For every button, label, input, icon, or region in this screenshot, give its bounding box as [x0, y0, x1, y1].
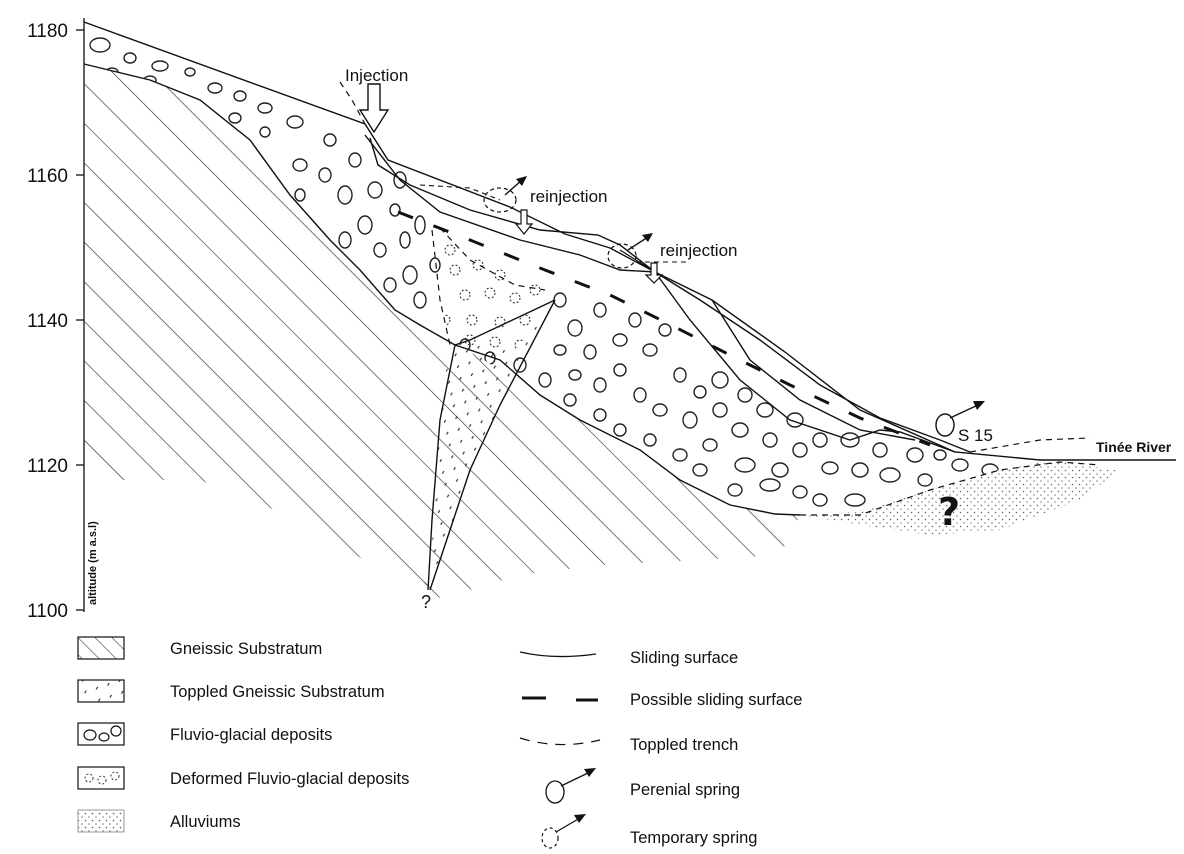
legend-item: Possible sliding surface	[522, 691, 802, 709]
legend-label: Toppled Gneissic Substratum	[170, 683, 385, 701]
reinjection-label-2: reinjection	[660, 241, 738, 260]
temporary-spring-legend-icon	[542, 814, 586, 848]
legend-label: Toppled trench	[630, 736, 738, 754]
spring-s15-label: S 15	[958, 426, 993, 445]
gneissic-substratum-swatch	[78, 637, 124, 659]
y-tick-label: 1180	[27, 21, 68, 42]
legend-item: Toppled Gneissic Substratum	[78, 680, 385, 702]
sliding-surface-swatch	[520, 652, 596, 657]
legend-label: Temporary spring	[630, 829, 757, 847]
legend-item: Fluvio-glacial deposits	[78, 723, 332, 745]
uncertain-question-mark: ?	[938, 490, 960, 534]
legend-item: Deformed Fluvio-glacial deposits	[78, 767, 409, 789]
legend-item: Toppled trench	[520, 736, 738, 754]
legend-label: Deformed Fluvio-glacial deposits	[170, 770, 409, 788]
reinjection-label-1: reinjection	[530, 187, 608, 206]
legend-item: Alluviums	[78, 810, 241, 832]
gneissic-substratum-lower	[84, 64, 455, 600]
legend-label: Sliding surface	[630, 649, 738, 667]
legend-label: Perenial spring	[630, 781, 740, 799]
y-tick-label: 1100	[27, 601, 68, 622]
legend-label: Alluviums	[170, 813, 241, 831]
uncertain-question-mark: ?	[421, 592, 431, 612]
injection-arrow-icon	[360, 84, 388, 132]
y-tick-label: 1120	[27, 456, 68, 477]
alluviums-swatch	[78, 810, 124, 832]
injection-label: Injection	[345, 66, 408, 85]
legend-right: Sliding surface Possible sliding surface…	[520, 649, 802, 848]
legend-label: Possible sliding surface	[630, 691, 802, 709]
toppled-trench-swatch	[520, 738, 600, 745]
y-axis-label: altitude (m a.s.l)	[87, 521, 99, 605]
legend-label: Gneissic Substratum	[170, 640, 322, 658]
legend-item: Temporary spring	[542, 814, 757, 848]
legend-item: Sliding surface	[520, 649, 738, 667]
tinee-river-label: Tinée River	[1096, 439, 1172, 455]
reinjection-arrow-icon	[646, 263, 662, 283]
legend-label: Fluvio-glacial deposits	[170, 726, 332, 744]
y-tick-label: 1160	[27, 166, 68, 187]
legend-item: Gneissic Substratum	[78, 637, 322, 659]
legend-left: Gneissic Substratum Toppled Gneissic Sub…	[78, 637, 409, 832]
reinjection-arrow-icon	[516, 210, 532, 234]
temporary-spring-icon	[420, 176, 527, 212]
perenial-spring-legend-icon	[546, 768, 596, 803]
y-tick-label: 1140	[27, 311, 68, 332]
legend-item: Perenial spring	[546, 768, 740, 803]
toppled-gneissic-swatch	[78, 680, 124, 702]
